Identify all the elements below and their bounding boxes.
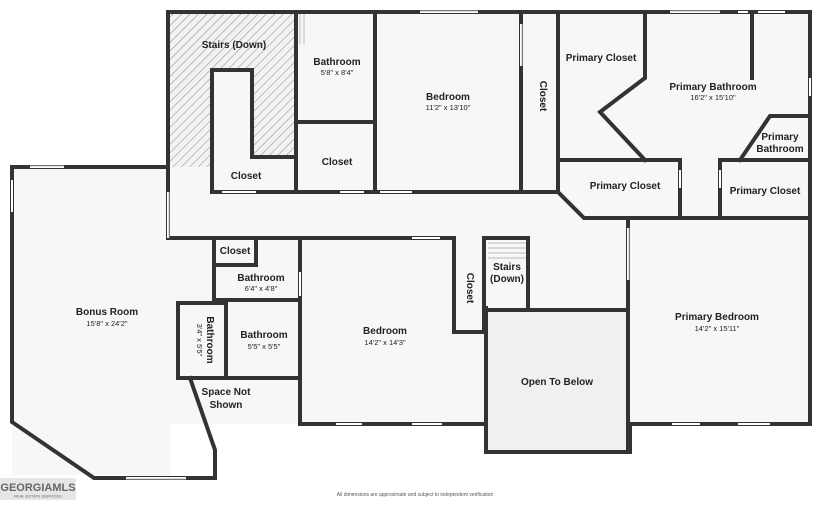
primary-bathroom-dims: 16'2" x 15'10" (690, 93, 736, 102)
closet-bed1-label: Closet (537, 81, 548, 112)
stairs-down-mid-label-1: Stairs (493, 262, 521, 273)
bedroom-2-dims: 14'2" x 14'3" (364, 338, 405, 347)
space-not-shown-label-2: Shown (210, 400, 243, 411)
room-labels: Stairs (Down) Bathroom 5'8" x 8'4" Bedro… (76, 40, 804, 411)
logo-tagline: REAL ESTATE SERVICES (14, 494, 62, 499)
windows (11, 10, 811, 480)
bonus-room-label: Bonus Room (76, 307, 138, 318)
stairs-down-mid-label-2: (Down) (490, 274, 524, 285)
primary-bedroom-label: Primary Bedroom (675, 312, 759, 323)
space-not-shown-label-1: Space Not (202, 387, 252, 398)
stairs-top-hatch (170, 14, 296, 167)
open-to-below-label: Open To Below (521, 377, 593, 388)
primary-bathroom-small-label-2: Bathroom (756, 144, 803, 155)
primary-closet-right-label: Primary Closet (730, 186, 801, 197)
bathroom-1-label: Bathroom (313, 57, 360, 68)
bathroom-2-dims: 6'4" x 4'8" (245, 284, 278, 293)
closet-small-label: Closet (220, 246, 251, 257)
closet-hall-mid-label: Closet (322, 157, 353, 168)
stairs-down-top-label: Stairs (Down) (202, 40, 266, 51)
walls (10, 10, 812, 480)
bedroom-2-label: Bedroom (363, 326, 407, 337)
primary-closet-mid-label: Primary Closet (590, 181, 661, 192)
open-to-below-area (486, 310, 628, 452)
bedroom-1-label: Bedroom (426, 92, 470, 103)
bathroom-1-dims: 5'8" x 8'4" (321, 68, 354, 77)
bedroom-1-dims: 11'2" x 13'10" (426, 103, 471, 112)
georgiamls-logo: GEORGIAMLS REAL ESTATE SERVICES (0, 478, 76, 500)
primary-bedroom-dims: 14'2" x 15'11" (695, 324, 740, 333)
stairs-mid-steps (299, 14, 528, 308)
logo-brand: GEORGIAMLS (0, 482, 75, 494)
primary-bathroom-small-label-1: Primary (761, 132, 799, 143)
primary-closet-top-label: Primary Closet (566, 53, 637, 64)
disclaimer-text: All dimensions are approximate and subje… (336, 492, 494, 498)
primary-bathroom-label: Primary Bathroom (669, 82, 756, 93)
closet-bed2-label: Closet (464, 273, 475, 304)
closet-hall-left-label: Closet (231, 171, 262, 182)
bonus-room-dims: 15'8" x 24'2" (86, 319, 127, 328)
bathroom-3-dims: 5'5" x 5'5" (248, 342, 281, 351)
bathroom-4-label: Bathroom (204, 316, 215, 363)
bathroom-2-label: Bathroom (237, 273, 284, 284)
bathroom-4-dims: 3'4" x 5'5" (195, 324, 204, 357)
floor-fill (12, 12, 810, 475)
bathroom-3-label: Bathroom (240, 330, 287, 341)
